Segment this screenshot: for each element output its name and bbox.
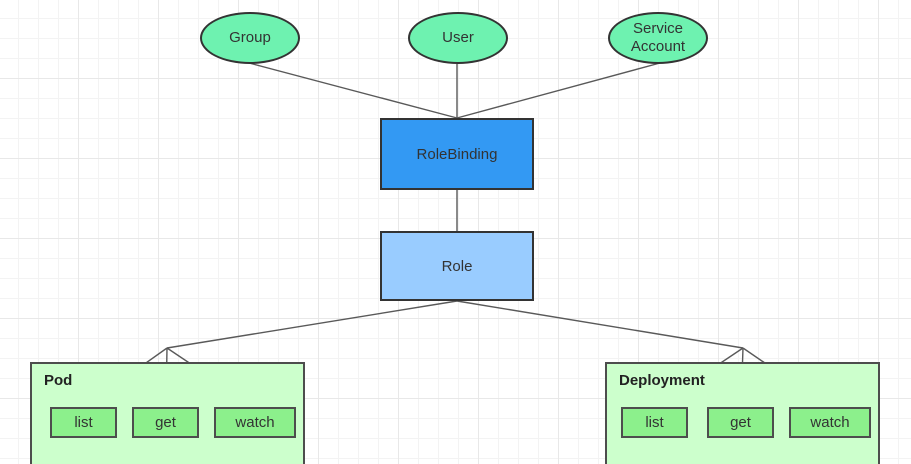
verb-box-pod-watch[interactable]: watch	[214, 407, 296, 438]
verb-label-pod-watch: watch	[235, 414, 275, 431]
edge-group-to-rolebinding	[248, 62, 458, 119]
subject-node-service-account[interactable]: Service Account	[608, 12, 708, 64]
subject-label-service-account-line1: Service	[632, 20, 684, 37]
subject-label-user: User	[442, 29, 474, 46]
subject-label-service-account-line2: Account	[630, 38, 686, 55]
edge-serviceaccount-to-rolebinding	[456, 62, 661, 119]
rolebinding-node[interactable]: RoleBinding	[380, 118, 534, 190]
edge-role-to-deployment-branch	[456, 300, 744, 349]
rolebinding-label: RoleBinding	[416, 145, 498, 163]
subject-label-service-account: Service Account	[610, 20, 706, 56]
role-node[interactable]: Role	[380, 231, 534, 301]
verb-label-deployment-list: list	[645, 414, 664, 431]
subject-label-group: Group	[229, 29, 271, 46]
subject-node-user[interactable]: User	[408, 12, 508, 64]
verb-box-deployment-watch[interactable]: watch	[789, 407, 871, 438]
verb-label-deployment-watch: watch	[810, 414, 850, 431]
verb-label-pod-get: get	[155, 414, 176, 431]
resource-group-pod-title: Pod	[44, 372, 73, 389]
verb-box-deployment-list[interactable]: list	[621, 407, 688, 438]
role-label: Role	[441, 257, 473, 275]
resource-group-deployment-title: Deployment	[619, 372, 705, 389]
verb-box-pod-get[interactable]: get	[132, 407, 199, 438]
verb-label-deployment-get: get	[730, 414, 751, 431]
verb-label-pod-list: list	[74, 414, 93, 431]
verb-box-pod-list[interactable]: list	[50, 407, 117, 438]
edge-role-to-pod-branch	[166, 300, 458, 349]
subject-node-group[interactable]: Group	[200, 12, 300, 64]
verb-box-deployment-get[interactable]: get	[707, 407, 774, 438]
